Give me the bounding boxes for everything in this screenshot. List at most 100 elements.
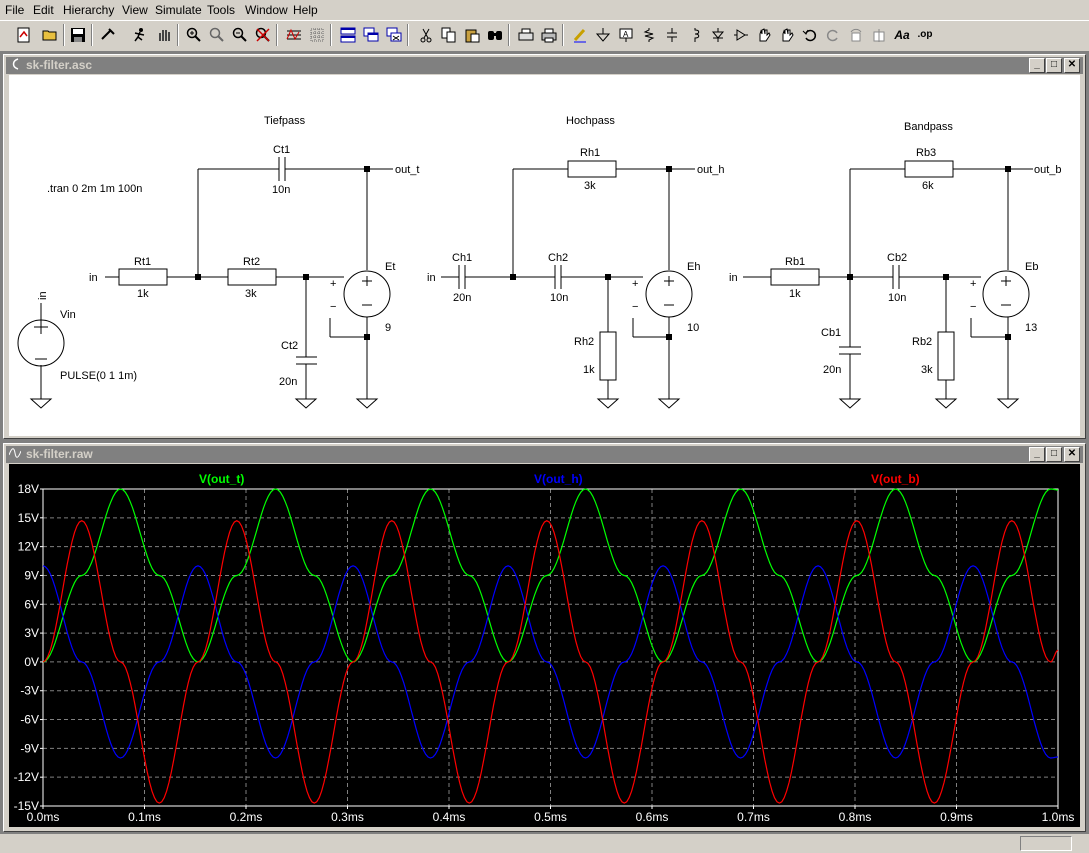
y-tick-label: 15V: [18, 511, 39, 525]
rt2-name: Rt2: [243, 256, 260, 268]
schematic-window: sk-filter.asc _ □ ✕: [3, 54, 1086, 439]
rb1-value: 1k: [789, 288, 801, 300]
rb2-value: 3k: [921, 364, 933, 376]
menu-simulate[interactable]: Simulate: [155, 3, 202, 17]
menu-view[interactable]: View: [122, 3, 148, 17]
legend-label-3: V(out_b): [871, 472, 920, 486]
eh-name: Eh: [687, 261, 700, 273]
toolbar-separator: [508, 24, 510, 46]
ch2-value: 10n: [550, 292, 568, 304]
out-b-label: out_b: [1034, 164, 1062, 176]
grid-icon[interactable]: [307, 25, 327, 45]
x-tick-label: 1.0ms: [1042, 810, 1075, 824]
x-tick-label: 0.4ms: [433, 810, 466, 824]
y-tick-label: 9V: [24, 568, 39, 582]
series-line-1: [42, 488, 1058, 663]
rotate-icon[interactable]: [846, 25, 866, 45]
schematic-titlebar[interactable]: sk-filter.asc _ □ ✕: [6, 57, 1083, 74]
spice-directive-icon[interactable]: .op: [917, 29, 933, 40]
ch1-name: Ch1: [452, 252, 472, 264]
capacitor-icon[interactable]: [662, 25, 682, 45]
eb-name: Eb: [1025, 261, 1038, 273]
mirror-icon[interactable]: [869, 25, 889, 45]
minimize-icon[interactable]: _: [1029, 447, 1045, 462]
open-icon[interactable]: [40, 25, 60, 45]
component-icon[interactable]: [731, 25, 751, 45]
menu-tools[interactable]: Tools: [207, 3, 236, 17]
diode-icon[interactable]: [708, 25, 728, 45]
paste-icon[interactable]: [462, 25, 482, 45]
tile-horizontal-icon[interactable]: [338, 25, 358, 45]
toolbar-separator: [330, 24, 332, 46]
toolbar-separator: [562, 24, 564, 46]
cut-icon[interactable]: [416, 25, 436, 45]
control-panel-icon[interactable]: [98, 25, 118, 45]
y-tick-label: 12V: [18, 540, 39, 554]
x-tick-label: 0.3ms: [331, 810, 364, 824]
find-icon[interactable]: [485, 25, 505, 45]
drag-icon[interactable]: [777, 25, 797, 45]
toolbar-separator: [91, 24, 93, 46]
new-schematic-icon[interactable]: [14, 25, 34, 45]
save-icon[interactable]: [68, 25, 88, 45]
plot-frame: [42, 488, 1059, 807]
x-tick-label: 0.0ms: [27, 810, 60, 824]
resistor-icon[interactable]: [639, 25, 659, 45]
menu-file[interactable]: File: [5, 3, 25, 17]
schematic-canvas[interactable]: + − + − + − Tiefpass Hochpass Bandpass .…: [9, 75, 1080, 436]
rh1-value: 3k: [584, 180, 596, 192]
close-icon[interactable]: ✕: [1064, 58, 1080, 73]
y-tick-label: 18V: [18, 482, 39, 496]
toolbar: A Aa .op: [0, 20, 1089, 52]
label-net-icon[interactable]: A: [616, 25, 636, 45]
close-all-icon[interactable]: [384, 25, 404, 45]
et-plus: +: [330, 278, 336, 290]
undo-icon[interactable]: [800, 25, 820, 45]
y-tick-label: -6V: [20, 713, 39, 727]
y-tick-label: 0V: [24, 655, 39, 669]
zoom-in-icon[interactable]: [184, 25, 204, 45]
move-icon[interactable]: [754, 25, 774, 45]
pan-icon[interactable]: [207, 25, 227, 45]
schematic-window-icon: [9, 58, 23, 72]
zoom-out-icon[interactable]: [230, 25, 250, 45]
waveform-title: sk-filter.raw: [26, 447, 93, 461]
redo-icon[interactable]: [823, 25, 843, 45]
out-h-label: out_h: [697, 164, 725, 176]
menu-hierarchy[interactable]: Hierarchy: [63, 3, 115, 17]
ground-icon[interactable]: [593, 25, 613, 45]
draw-wire-icon[interactable]: [570, 25, 590, 45]
maximize-icon[interactable]: □: [1046, 447, 1062, 462]
run-icon[interactable]: [130, 25, 150, 45]
cb1-value: 20n: [823, 364, 841, 376]
inductor-icon[interactable]: [685, 25, 705, 45]
print-icon[interactable]: [539, 25, 559, 45]
zoom-cancel-icon[interactable]: [253, 25, 273, 45]
rb1-name: Rb1: [785, 256, 805, 268]
menu-help[interactable]: Help: [293, 3, 318, 17]
menu-edit[interactable]: Edit: [33, 3, 54, 17]
minimize-icon[interactable]: _: [1029, 58, 1045, 73]
tran-directive[interactable]: .tran 0 2m 1m 100n: [47, 183, 142, 195]
halt-icon[interactable]: [154, 25, 174, 45]
y-tick-label: 3V: [24, 626, 39, 640]
autorange-icon[interactable]: [284, 25, 304, 45]
rb2-name: Rb2: [912, 336, 932, 348]
et-name: Et: [385, 261, 395, 273]
waveform-titlebar[interactable]: sk-filter.raw _ □ ✕: [6, 446, 1083, 463]
maximize-icon[interactable]: □: [1046, 58, 1062, 73]
schematic-title: sk-filter.asc: [26, 58, 93, 72]
menu-bar: File Edit Hierarchy View Simulate Tools …: [0, 0, 1089, 20]
eh-value: 10: [687, 322, 699, 334]
close-icon[interactable]: ✕: [1064, 447, 1080, 462]
text-icon[interactable]: Aa: [894, 28, 910, 42]
ct2-value: 20n: [279, 376, 297, 388]
waveform-window-icon: [8, 447, 23, 461]
copy-icon[interactable]: [439, 25, 459, 45]
cascade-icon[interactable]: [361, 25, 381, 45]
et-value: 9: [385, 322, 391, 334]
menu-window[interactable]: Window: [245, 3, 288, 17]
print-setup-icon[interactable]: [516, 25, 536, 45]
